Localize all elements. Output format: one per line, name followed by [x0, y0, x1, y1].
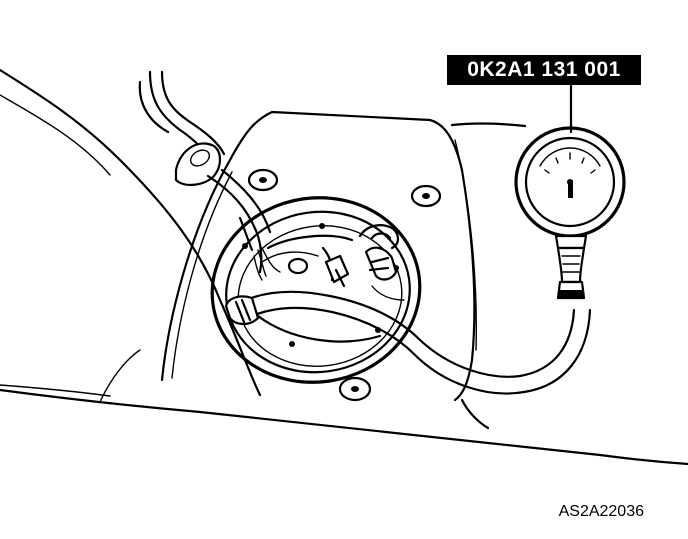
wire-harness-drawing [138, 70, 272, 274]
figure-code: AS2A22036 [558, 503, 644, 520]
special-tool-number-label: 0K2A1 131 001 [447, 55, 641, 85]
fuel-tank-drawing [0, 68, 688, 466]
fuel-pump-unit-drawing [210, 196, 422, 384]
fuel-hose-drawing [224, 290, 592, 395]
mounting-studs [247, 168, 442, 402]
fuel-pressure-gauge-drawing [514, 82, 626, 300]
